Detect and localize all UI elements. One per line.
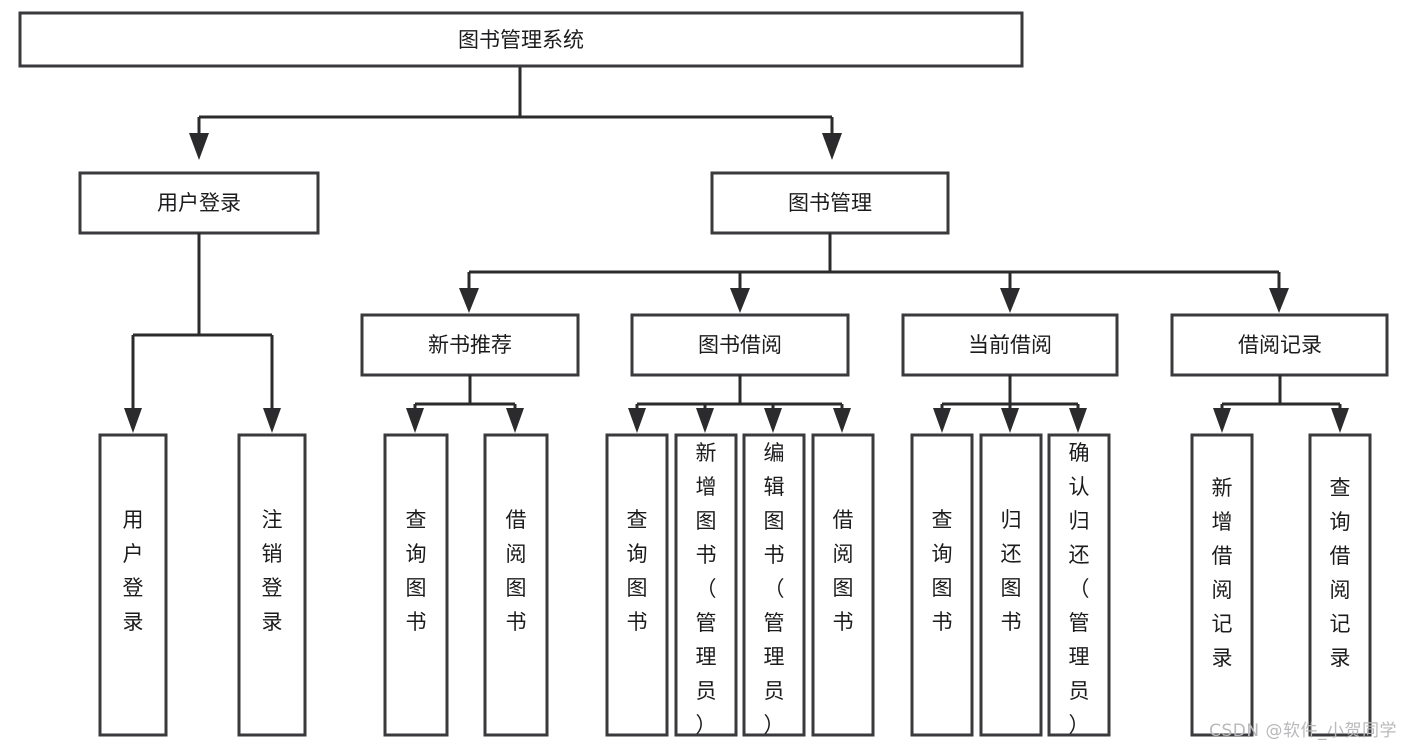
node-user-login[interactable]: 用户登录: [78, 171, 320, 235]
node-root[interactable]: 图书管理系统: [18, 11, 1024, 68]
node-new-book-recommend-rect[interactable]: [360, 313, 580, 377]
arrow-head-icon: [263, 408, 281, 433]
node-book-borrow[interactable]: 图书借阅: [630, 313, 850, 377]
arrow-head-icon: [833, 408, 851, 433]
leaf-query-borrow-record-rect[interactable]: [1308, 433, 1372, 737]
leaf-add-book-label: 新增图书（管理员）: [696, 441, 717, 737]
arrow-head-icon: [730, 288, 750, 313]
leaf-add-book-rect[interactable]: [674, 433, 738, 737]
leaf-add-borrow-record-label: 新增借阅记录: [1212, 476, 1233, 670]
connectors-new-book-recommend-to-leaves: [406, 375, 524, 433]
leaf-node-query-borrow-record[interactable]: 查询借阅记录: [1308, 433, 1372, 737]
node-current-borrow-label: 当前借阅: [968, 333, 1052, 357]
node-current-borrow[interactable]: 当前借阅: [901, 313, 1119, 377]
leaf-confirm-return-rect[interactable]: [1047, 433, 1111, 737]
node-book-borrow-label: 图书借阅: [698, 333, 782, 357]
leaf-node-borrow-book-bb[interactable]: 借阅图书: [811, 433, 875, 737]
leaf-query-book-cb-rect[interactable]: [910, 433, 974, 737]
leaf-node-query-book-nbr[interactable]: 查询图书: [383, 433, 449, 737]
connectors-book-borrow-to-leaves: [628, 375, 851, 433]
leaf-node-borrow-book-nbr[interactable]: 借阅图书: [483, 433, 549, 737]
connectors-current-borrow-to-leaves: [933, 375, 1087, 433]
arrow-head-icon: [1213, 408, 1231, 433]
leaf-node-user-login[interactable]: 用户登录: [98, 433, 168, 737]
arrow-head-icon: [1269, 288, 1289, 313]
leaf-node-query-book-cb[interactable]: 查询图书: [910, 433, 974, 737]
leaf-return-book-rect[interactable]: [979, 433, 1043, 737]
arrow-head-icon: [459, 288, 479, 313]
arrow-head-icon: [1001, 408, 1019, 433]
node-book-management-rect[interactable]: [710, 171, 950, 235]
leaf-logout-label: 注销登录: [262, 508, 283, 634]
leaf-confirm-return-label: 确认归还（管理员）: [1069, 441, 1090, 737]
leaf-borrow-book-nbr-label: 借阅图书: [506, 508, 527, 634]
arrow-head-icon: [822, 133, 842, 160]
leaf-return-book-label: 归还图书: [1001, 508, 1022, 634]
leaf-borrow-book-bb-rect[interactable]: [811, 433, 875, 737]
leaf-query-borrow-record-label: 查询借阅记录: [1330, 476, 1351, 670]
leaf-node-logout[interactable]: 注销登录: [237, 433, 307, 737]
arrow-head-icon: [1069, 408, 1087, 433]
leaf-node-add-book[interactable]: 新增图书（管理员）: [674, 433, 738, 737]
leaf-borrow-book-bb-label: 借阅图书: [833, 508, 854, 634]
node-new-book-recommend-label: 新书推荐: [428, 333, 512, 357]
leaf-node-edit-book[interactable]: 编辑图书（管理员）: [742, 433, 806, 737]
arrow-head-icon: [506, 408, 524, 433]
leaf-logout-rect[interactable]: [237, 433, 307, 737]
connectors-user-login-to-leaves: [124, 233, 281, 433]
leaf-query-book-cb-label: 查询图书: [932, 508, 953, 634]
arrow-head-icon: [696, 408, 714, 433]
node-root-label: 图书管理系统: [458, 28, 584, 52]
leaf-edit-book-rect[interactable]: [742, 433, 806, 737]
connectors-borrow-record-to-leaves: [1213, 375, 1349, 433]
node-current-borrow-rect[interactable]: [901, 313, 1119, 377]
leaf-add-borrow-record-rect[interactable]: [1190, 433, 1254, 737]
node-borrow-record-rect[interactable]: [1170, 313, 1389, 377]
leaf-node-return-book[interactable]: 归还图书: [979, 433, 1043, 737]
leaf-edit-book-label: 编辑图书（管理员）: [764, 441, 785, 737]
arrow-head-icon: [1331, 408, 1349, 433]
leaf-user-login-rect[interactable]: [98, 433, 168, 737]
arrow-head-icon: [628, 408, 646, 433]
arrow-head-icon: [124, 408, 142, 433]
leaf-user-login-label: 用户登录: [123, 508, 144, 634]
arrow-head-icon: [406, 408, 424, 433]
node-borrow-record[interactable]: 借阅记录: [1170, 313, 1389, 377]
leaf-node-add-borrow-record[interactable]: 新增借阅记录: [1190, 433, 1254, 737]
leaf-query-book-bb-label: 查询图书: [627, 508, 648, 634]
leaf-query-book-nbr-rect[interactable]: [383, 433, 449, 737]
node-new-book-recommend[interactable]: 新书推荐: [360, 313, 580, 377]
node-book-management-label: 图书管理: [788, 191, 872, 215]
leaf-borrow-book-nbr-rect[interactable]: [483, 433, 549, 737]
connectors-root-to-level1: [189, 66, 842, 160]
leaf-node-query-book-bb[interactable]: 查询图书: [605, 433, 669, 737]
node-borrow-record-label: 借阅记录: [1238, 333, 1322, 357]
connectors-book-management-to-level2: [459, 233, 1289, 313]
node-book-borrow-rect[interactable]: [630, 313, 850, 377]
leaf-node-confirm-return[interactable]: 确认归还（管理员）: [1047, 433, 1111, 737]
node-user-login-label: 用户登录: [157, 191, 241, 215]
leaf-query-book-bb-rect[interactable]: [605, 433, 669, 737]
arrow-head-icon: [189, 133, 209, 160]
node-book-management[interactable]: 图书管理: [710, 171, 950, 235]
node-root-rect[interactable]: [18, 11, 1024, 68]
arrow-head-icon: [1000, 288, 1020, 313]
leaf-query-book-nbr-label: 查询图书: [406, 508, 427, 634]
arrow-head-icon: [933, 408, 951, 433]
arrow-head-icon: [764, 408, 782, 433]
